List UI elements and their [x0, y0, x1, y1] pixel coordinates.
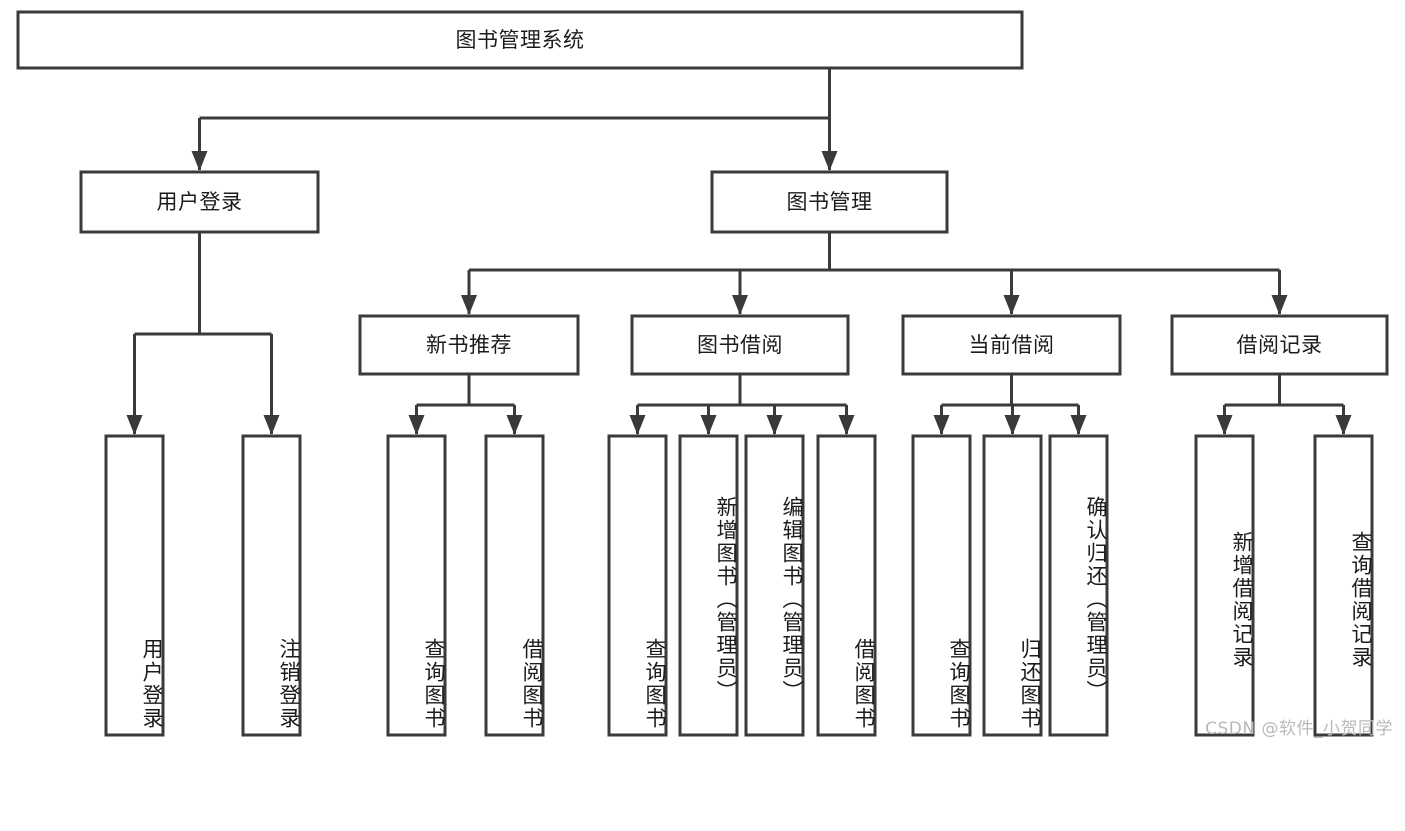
level3-node-图书借阅-1-label: 图书借阅 [697, 333, 783, 357]
level3-node-借阅记录-3-box[interactable] [1170, 314, 1389, 376]
arrow-head-icon [461, 295, 477, 315]
root-node-box[interactable] [16, 10, 1024, 70]
leaf-node-查询图书-4-box[interactable] [607, 434, 668, 737]
leaf-node-新增图书管理员-5-box[interactable] [678, 434, 739, 737]
arrow-head-icon [732, 295, 748, 315]
leaf-node-借阅图书-7-box[interactable] [816, 434, 877, 737]
leaf-node-归还图书-9-box[interactable] [982, 434, 1043, 737]
arrow-head-icon [821, 151, 838, 171]
arrow-head-icon [1335, 415, 1352, 435]
arrow-head-icon [629, 415, 646, 435]
arrow-head-icon [1004, 415, 1021, 435]
leaf-node-确认归还管理员-10-box[interactable] [1048, 434, 1109, 737]
leaf-node-新增借阅记录-11-box[interactable] [1194, 434, 1255, 737]
level3-node-当前借阅-2-box[interactable] [901, 314, 1122, 376]
arrow-head-icon [838, 415, 855, 435]
leaf-node-查询借阅记录-12-box[interactable] [1313, 434, 1374, 737]
level2-node-图书管理-1-label: 图书管理 [787, 190, 873, 214]
arrow-head-icon [1271, 295, 1288, 315]
arrow-head-icon [933, 415, 950, 435]
arrow-head-icon [126, 415, 143, 435]
leaf-node-查询图书-2-box[interactable] [386, 434, 447, 737]
arrow-head-icon [1003, 295, 1020, 315]
level3-node-新书推荐-0-label: 新书推荐 [426, 333, 512, 357]
level3-node-当前借阅-2-label: 当前借阅 [969, 333, 1055, 357]
level2-node-用户登录-0-label: 用户登录 [157, 190, 243, 214]
watermark-text: CSDN @软件_小贺同学 [1205, 719, 1393, 739]
arrow-head-icon [506, 415, 523, 435]
diagram-canvas: 图书管理系统用户登录图书管理新书推荐图书借阅当前借阅借阅记录 用户登录注销登录查… [16, 10, 1393, 739]
leaf-node-用户登录-0-box[interactable] [104, 434, 165, 737]
level3-node-借阅记录-3-label: 借阅记录 [1237, 333, 1323, 357]
level2-node-用户登录-0-box[interactable] [79, 170, 320, 234]
arrow-head-icon [700, 415, 717, 435]
connector-layer [126, 68, 1352, 435]
arrow-head-icon [263, 415, 280, 435]
level2-node-图书管理-1-box[interactable] [710, 170, 949, 234]
leaf-node-注销登录-1-box[interactable] [241, 434, 302, 737]
arrow-head-icon [766, 415, 783, 435]
arrow-head-icon [408, 415, 425, 435]
leaf-node-查询图书-8-box[interactable] [911, 434, 972, 737]
leaf-node-借阅图书-3-box[interactable] [484, 434, 545, 737]
arrow-head-icon [1070, 415, 1087, 435]
box-layer [16, 10, 1389, 737]
level3-node-新书推荐-0-box[interactable] [358, 314, 580, 376]
level3-node-图书借阅-1-box[interactable] [630, 314, 850, 376]
root-node-label: 图书管理系统 [456, 28, 585, 52]
arrow-head-icon [191, 151, 208, 171]
arrow-head-icon [1216, 415, 1233, 435]
leaf-node-编辑图书管理员-6-box[interactable] [744, 434, 805, 737]
